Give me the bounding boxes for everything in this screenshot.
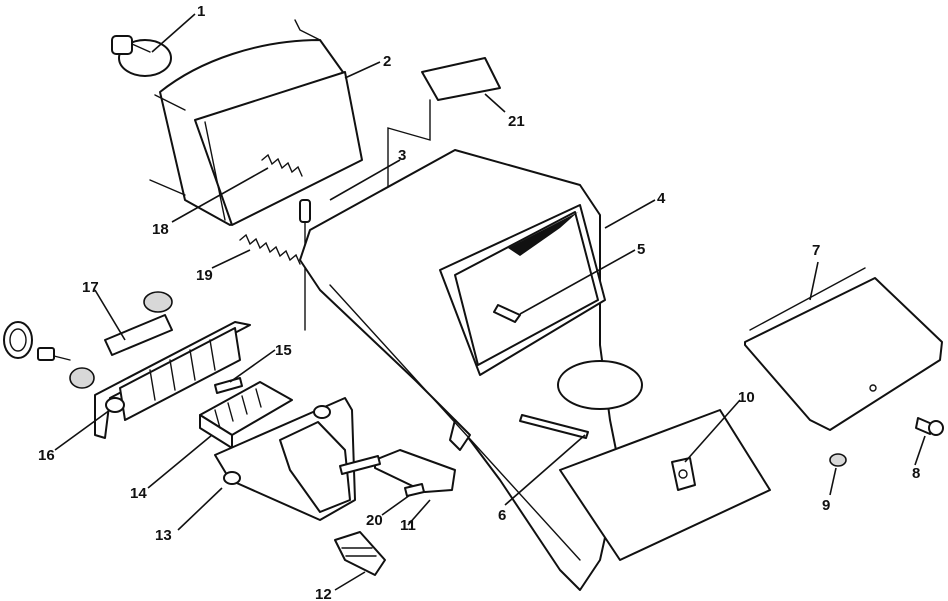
part-17-plate xyxy=(104,291,173,356)
callout-11: 11 xyxy=(400,517,416,534)
callout-16: 16 xyxy=(38,447,55,464)
part-9-grommet xyxy=(829,453,847,467)
callout-17: 17 xyxy=(82,279,99,296)
callout-1: 1 xyxy=(197,3,205,20)
part-14-terminal-block xyxy=(199,381,293,449)
callout-19: 19 xyxy=(196,267,213,284)
part-21-decal xyxy=(387,57,501,211)
part-8-key xyxy=(915,417,944,436)
part-15-pin xyxy=(214,377,243,394)
part-12-bulb-socket xyxy=(334,531,386,576)
callout-14: 14 xyxy=(130,485,147,502)
callout-4: 4 xyxy=(657,190,666,207)
part-4-console-hood xyxy=(299,149,771,591)
callout-21: 21 xyxy=(508,113,525,130)
callout-18: 18 xyxy=(152,221,169,238)
callout-10: 10 xyxy=(738,389,755,406)
part-3-screw xyxy=(299,199,311,331)
part-7-lid xyxy=(744,267,943,431)
callout-9: 9 xyxy=(822,497,830,514)
callout-8: 8 xyxy=(912,465,920,482)
part-6-bolt xyxy=(519,414,589,439)
callout-13: 13 xyxy=(155,527,172,544)
callout-7: 7 xyxy=(812,242,820,259)
part-5-screw xyxy=(493,304,521,323)
callout-6: 6 xyxy=(498,507,506,524)
part-1-bulb xyxy=(111,35,172,77)
part-19-spring xyxy=(239,233,301,265)
part-13-bracket xyxy=(214,397,356,521)
callout-20: 20 xyxy=(366,512,383,529)
part-10-latch xyxy=(671,457,696,491)
ignition-lock-assembly xyxy=(3,321,95,389)
callout-12: 12 xyxy=(315,586,332,601)
callout-3: 3 xyxy=(398,147,406,164)
part-2-headlight-housing xyxy=(149,19,363,226)
leader-lines xyxy=(54,13,926,591)
callout-15: 15 xyxy=(275,342,292,359)
part-18-spring xyxy=(261,153,303,177)
part-20-screw xyxy=(404,483,425,497)
callout-labels: 1 2 3 4 5 6 7 8 9 10 11 12 13 14 15 16 1… xyxy=(38,3,920,601)
part-11-switch xyxy=(339,449,456,493)
callout-5: 5 xyxy=(637,241,645,258)
callout-2: 2 xyxy=(383,53,391,70)
part-16-switch-panel xyxy=(94,321,251,439)
